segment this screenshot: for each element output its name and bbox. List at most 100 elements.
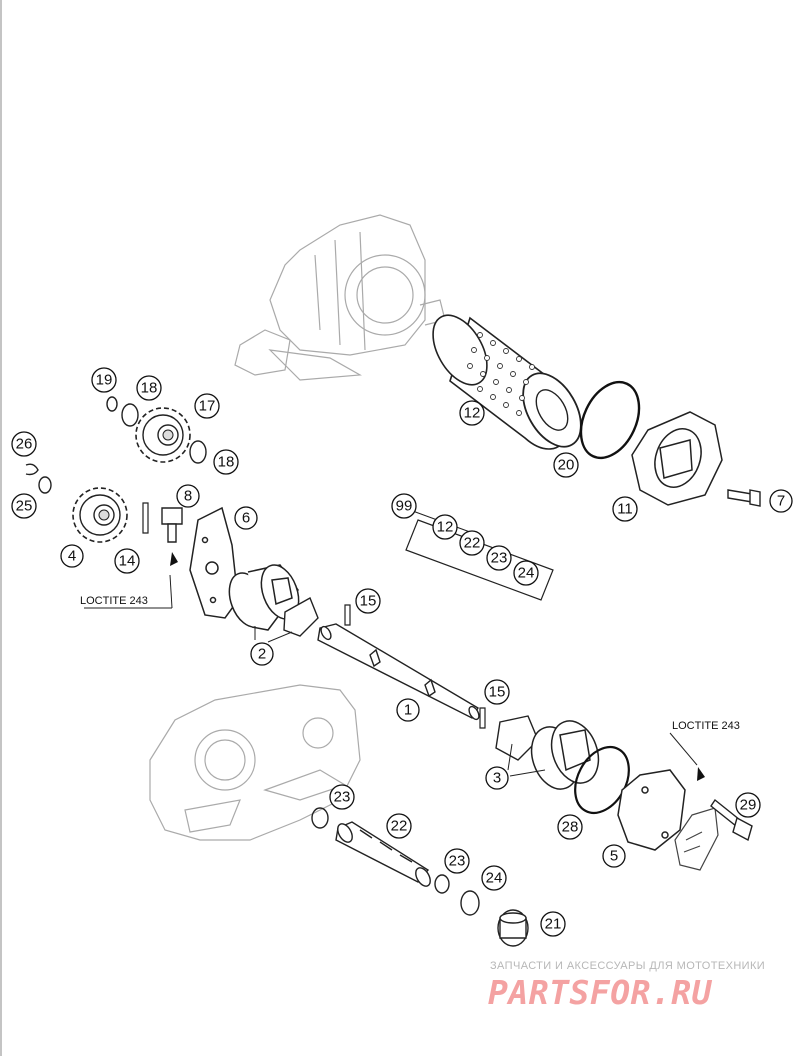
svg-text:12: 12 [437, 519, 454, 536]
callout-23-lower: 23 [444, 848, 470, 874]
pin-14 [142, 502, 149, 534]
oil-filter [432, 314, 582, 450]
svg-text:15: 15 [489, 684, 506, 701]
leader-lines [84, 574, 698, 777]
pump-plate [189, 506, 239, 619]
callout-22: 22 [386, 813, 412, 839]
bolt-7 [727, 489, 761, 507]
svg-text:25: 25 [16, 498, 33, 515]
kit-callout-12: 12 [432, 514, 458, 540]
kit-box [405, 509, 554, 601]
callout-4: 4 [60, 544, 84, 568]
pump-shaft [317, 623, 480, 721]
callout-5: 5 [602, 844, 626, 868]
o-ring-23-lower [434, 874, 450, 894]
svg-text:17: 17 [199, 398, 216, 415]
kit-callout-24: 24 [513, 560, 539, 586]
svg-text:11: 11 [617, 501, 633, 518]
kit-callout-23: 23 [486, 545, 512, 571]
watermark-brand: PARTSFOR.RU [488, 973, 713, 1012]
svg-text:28: 28 [562, 819, 579, 836]
svg-text:12: 12 [464, 405, 481, 422]
svg-text:5: 5 [610, 848, 618, 865]
kit-callout-22: 22 [459, 530, 485, 556]
pin-15-upper [344, 604, 351, 626]
svg-text:26: 26 [16, 436, 33, 453]
callout-15-lower: 15 [484, 679, 510, 705]
clip-26 [25, 463, 39, 476]
screen-shaft-22 [335, 821, 431, 887]
svg-text:3: 3 [493, 770, 501, 787]
callout-18-upper: 18 [136, 375, 162, 401]
oil-pump-rotor-2 [228, 564, 300, 631]
svg-text:24: 24 [486, 870, 503, 887]
inner-rotor-2 [283, 596, 319, 637]
bolt-29 [710, 798, 753, 842]
svg-text:22: 22 [464, 535, 481, 552]
callout-3: 3 [485, 766, 509, 790]
svg-text:29: 29 [740, 797, 757, 814]
svg-text:4: 4 [68, 548, 76, 565]
loctite-drop-right [697, 767, 705, 781]
oil-pump-rotor-3 [530, 720, 600, 790]
pump-cover [617, 769, 686, 851]
svg-text:19: 19 [96, 372, 113, 389]
callout-7: 7 [769, 489, 793, 513]
callout-14: 14 [114, 548, 140, 574]
svg-text:8: 8 [184, 488, 192, 505]
svg-text:18: 18 [218, 454, 235, 471]
pump-gear-upper [135, 407, 191, 463]
callout-99: 99 [391, 493, 417, 519]
svg-text:1: 1 [404, 702, 412, 719]
callout-20: 20 [553, 452, 579, 478]
callout-24: 24 [481, 865, 507, 891]
filter-cover [631, 411, 723, 506]
bolt-8 [161, 507, 183, 543]
callout-19: 19 [91, 367, 117, 393]
callout-15-upper: 15 [355, 588, 381, 614]
callout-23-upper: 23 [329, 784, 355, 810]
svg-text:7: 7 [777, 493, 785, 510]
callout-2: 2 [250, 642, 274, 666]
svg-text:18: 18 [141, 380, 158, 397]
callout-21: 21 [540, 911, 566, 937]
callout-29: 29 [735, 792, 761, 818]
pump-gear-lower [72, 487, 128, 543]
watermark-tagline: ЗАПЧАСТИ И АКСЕССУАРЫ ДЛЯ МОТОТЕХНИКИ [490, 960, 766, 972]
inner-rotor-3 [495, 715, 539, 761]
washer-18b [189, 440, 207, 464]
callout-26: 26 [11, 431, 37, 457]
callout-28: 28 [557, 814, 583, 840]
callout-18-lower: 18 [213, 449, 239, 475]
callout-25: 25 [11, 493, 37, 519]
svg-text:22: 22 [391, 818, 408, 835]
svg-text:20: 20 [558, 457, 575, 474]
callout-17: 17 [194, 393, 220, 419]
o-ring-24 [460, 890, 480, 916]
svg-text:2: 2 [258, 646, 266, 663]
pin-15-lower [479, 707, 486, 729]
svg-text:21: 21 [545, 916, 562, 933]
washer-25 [38, 476, 52, 494]
svg-text:23: 23 [491, 550, 508, 567]
svg-text:14: 14 [119, 553, 136, 570]
loctite-note-right: LOCTITE 243 [672, 720, 740, 732]
callout-11: 11 [612, 496, 638, 522]
o-ring-20 [579, 380, 641, 460]
screw-plug-21 [497, 909, 529, 947]
loctite-drop-left [170, 552, 178, 566]
circlip-19 [106, 396, 118, 412]
callout-1: 1 [396, 698, 420, 722]
svg-text:23: 23 [334, 789, 351, 806]
callout-6: 6 [234, 506, 258, 530]
o-ring-23-upper [311, 807, 329, 829]
svg-text:15: 15 [360, 593, 377, 610]
engine-case-upper [234, 214, 446, 381]
svg-text:6: 6 [242, 510, 250, 527]
svg-text:23: 23 [449, 853, 466, 870]
loctite-note-left: LOCTITE 243 [80, 595, 148, 607]
washer-18 [121, 403, 139, 427]
callout-8: 8 [176, 484, 200, 508]
callout-12: 12 [459, 400, 485, 426]
